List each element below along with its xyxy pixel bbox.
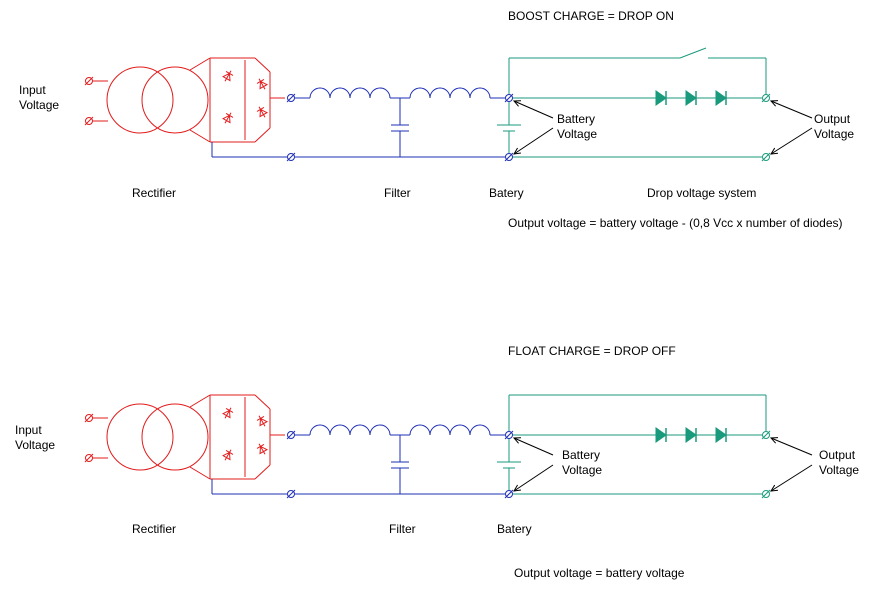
top-battery-plus-terminal <box>504 93 514 103</box>
bridge-diode-icon <box>256 443 269 455</box>
top-rectifier-plus-terminal <box>286 93 296 103</box>
transformer-icon <box>106 403 209 471</box>
transformer-icon <box>106 66 209 134</box>
bottom-formula: Output voltage = battery voltage <box>514 566 685 580</box>
bottom-rectifier-label: Rectifier <box>132 522 177 536</box>
bottom-rectifier-plus-terminal <box>286 430 296 440</box>
bridge-diode-icon <box>221 70 234 82</box>
bottom-input-voltage-label: Input Voltage <box>15 423 56 452</box>
bottom-input-terminal-bottom <box>84 453 94 463</box>
top-circuit <box>84 47 813 162</box>
bottom-diode-2 <box>685 427 697 443</box>
bridge-rectifier-icon <box>209 394 285 480</box>
top-output-voltage-arrow-bottom <box>770 127 813 155</box>
top-drop-system-label: Drop voltage system <box>647 186 757 200</box>
top-output-voltage-arrow-top <box>769 100 813 119</box>
bottom-output-terminal-top <box>761 430 771 440</box>
bottom-battery-label: Batery <box>497 522 532 536</box>
bridge-rectifier-icon <box>209 57 285 143</box>
bottom-output-terminal-bottom <box>761 489 771 499</box>
top-battery-voltage-arrow-top <box>512 100 554 119</box>
bottom-rectifier-minus-terminal <box>286 489 296 499</box>
top-inductor-1 <box>309 87 391 99</box>
top-title: BOOST CHARGE = DROP ON <box>508 9 674 23</box>
bridge-diode-icon <box>221 449 234 461</box>
top-battery-icon <box>497 102 521 153</box>
top-rectifier-minus-terminal <box>286 152 296 162</box>
bottom-output-voltage-arrow-bottom <box>770 464 813 492</box>
top-battery-minus-terminal <box>504 152 514 162</box>
top-diode-2 <box>685 90 697 106</box>
top-output-voltage-label: Output Voltage <box>814 112 855 141</box>
top-diode-3 <box>715 90 727 106</box>
top-output-terminal-bottom <box>761 152 771 162</box>
top-input-terminal-bottom <box>84 116 94 126</box>
top-battery-label: Batery <box>489 186 524 200</box>
top-capacitor-icon <box>391 98 409 157</box>
bottom-output-voltage-arrow-top <box>769 437 813 456</box>
bridge-diode-icon <box>221 112 234 124</box>
top-input-terminal-top <box>84 76 94 86</box>
bottom-inductor-2 <box>409 424 491 436</box>
bottom-battery-plus-terminal <box>504 430 514 440</box>
top-diode-1 <box>655 90 667 106</box>
top-filter-label: Filter <box>384 186 411 200</box>
bottom-inductor-1 <box>309 424 391 436</box>
bottom-battery-voltage-arrow-bottom <box>513 464 554 492</box>
bottom-filter-label: Filter <box>389 522 416 536</box>
top-switch-icon <box>679 47 707 59</box>
bottom-battery-minus-terminal <box>504 489 514 499</box>
bottom-output-voltage-label: Output Voltage <box>819 448 860 477</box>
bottom-battery-voltage-arrow-top <box>512 437 554 456</box>
top-rectifier-label: Rectifier <box>132 186 177 200</box>
top-battery-voltage-label: Battery Voltage <box>557 112 598 141</box>
bottom-diode-3 <box>715 427 727 443</box>
bottom-battery-voltage-label: Battery Voltage <box>562 448 603 477</box>
top-battery-voltage-arrow-bottom <box>513 127 554 155</box>
bottom-capacitor-icon <box>391 435 409 494</box>
bridge-diode-icon <box>256 78 269 90</box>
top-input-voltage-label: Input Voltage <box>19 83 60 112</box>
bottom-battery-icon <box>497 439 521 490</box>
top-inductor-2 <box>409 87 491 99</box>
top-formula: Output voltage = battery voltage - (0,8 … <box>508 216 843 230</box>
top-output-terminal-top <box>761 93 771 103</box>
bottom-input-terminal-top <box>84 413 94 423</box>
bridge-diode-icon <box>256 106 269 118</box>
bridge-diode-icon <box>221 407 234 419</box>
bottom-circuit <box>84 394 813 499</box>
bottom-title: FLOAT CHARGE = DROP OFF <box>508 344 676 358</box>
bottom-diode-1 <box>655 427 667 443</box>
bridge-diode-icon <box>256 415 269 427</box>
